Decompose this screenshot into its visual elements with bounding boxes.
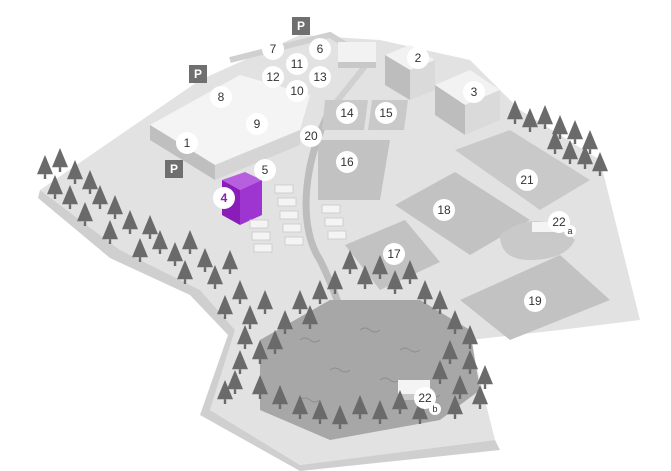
marker-9[interactable]: 9 bbox=[246, 113, 268, 135]
svg-text:P: P bbox=[297, 19, 305, 33]
svg-text:14: 14 bbox=[340, 106, 354, 120]
svg-text:6: 6 bbox=[317, 42, 324, 56]
marker-14[interactable]: 14 bbox=[336, 102, 358, 124]
marker-12[interactable]: 12 bbox=[262, 66, 284, 88]
marker-22a-sub: a bbox=[564, 225, 576, 237]
tree-icon bbox=[37, 155, 53, 179]
marker-20[interactable]: 20 bbox=[300, 125, 322, 147]
marker-22b[interactable]: 22 bbox=[414, 387, 436, 409]
field-18 bbox=[395, 172, 530, 255]
svg-text:18: 18 bbox=[437, 203, 451, 217]
marker-16[interactable]: 16 bbox=[336, 151, 358, 173]
marker-3[interactable]: 3 bbox=[463, 81, 485, 103]
marker-10[interactable]: 10 bbox=[286, 80, 308, 102]
parking-sign-north[interactable]: P bbox=[292, 17, 310, 35]
marker-8[interactable]: 8 bbox=[210, 86, 232, 108]
building-22a bbox=[532, 222, 554, 236]
svg-text:4: 4 bbox=[221, 191, 228, 205]
svg-text:7: 7 bbox=[270, 42, 277, 56]
marker-2[interactable]: 2 bbox=[407, 47, 429, 69]
marker-7[interactable]: 7 bbox=[262, 38, 284, 60]
svg-text:P: P bbox=[194, 67, 202, 81]
marker-6[interactable]: 6 bbox=[309, 38, 331, 60]
marker-15[interactable]: 15 bbox=[375, 102, 397, 124]
svg-text:22: 22 bbox=[418, 391, 432, 405]
parking-sign-west[interactable]: P bbox=[189, 65, 207, 83]
parking-sign-south[interactable]: P bbox=[165, 160, 183, 178]
svg-text:10: 10 bbox=[290, 84, 304, 98]
marker-17[interactable]: 17 bbox=[383, 243, 405, 265]
marker-19[interactable]: 19 bbox=[524, 290, 546, 312]
svg-text:19: 19 bbox=[528, 294, 542, 308]
svg-text:a: a bbox=[567, 226, 572, 236]
svg-text:11: 11 bbox=[291, 57, 304, 71]
svg-text:P: P bbox=[170, 162, 178, 176]
svg-text:9: 9 bbox=[254, 117, 261, 131]
marker-5[interactable]: 5 bbox=[254, 159, 276, 181]
marker-11[interactable]: 11 bbox=[286, 53, 308, 75]
tree-icon bbox=[52, 148, 68, 172]
cabins bbox=[249, 184, 347, 253]
marker-18[interactable]: 18 bbox=[433, 199, 455, 221]
tree-icon bbox=[567, 120, 583, 144]
marker-21[interactable]: 21 bbox=[516, 169, 538, 191]
marker-1[interactable]: 1 bbox=[176, 132, 198, 154]
svg-text:1: 1 bbox=[184, 136, 191, 150]
svg-text:22: 22 bbox=[552, 215, 566, 229]
svg-text:13: 13 bbox=[313, 70, 327, 84]
svg-text:17: 17 bbox=[387, 247, 401, 261]
svg-text:2: 2 bbox=[415, 51, 422, 65]
svg-text:21: 21 bbox=[520, 173, 534, 187]
marker-22b-sub: b bbox=[429, 403, 441, 415]
svg-text:b: b bbox=[432, 404, 437, 414]
marker-22a[interactable]: 22 bbox=[548, 211, 570, 233]
svg-text:12: 12 bbox=[266, 70, 280, 84]
svg-text:3: 3 bbox=[471, 85, 478, 99]
svg-text:20: 20 bbox=[304, 129, 318, 143]
marker-13[interactable]: 13 bbox=[309, 66, 331, 88]
svg-text:5: 5 bbox=[262, 163, 269, 177]
small-buildings-north bbox=[338, 42, 376, 68]
svg-text:16: 16 bbox=[340, 155, 354, 169]
svg-text:15: 15 bbox=[379, 106, 393, 120]
marker-4[interactable]: 4 bbox=[213, 187, 235, 209]
svg-text:8: 8 bbox=[218, 90, 225, 104]
